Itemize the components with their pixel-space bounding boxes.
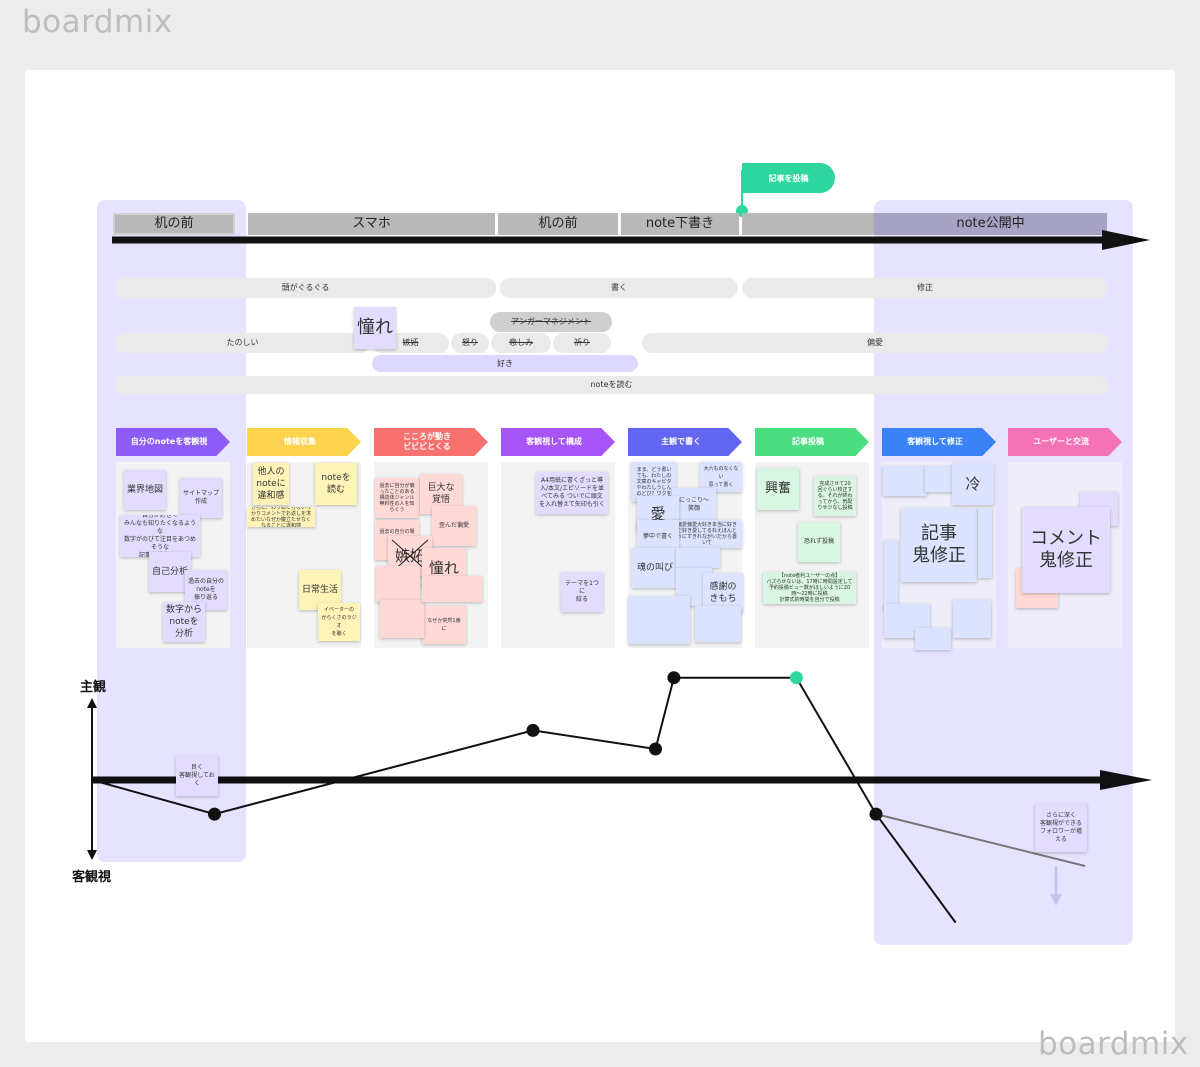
series-1-point-6: [869, 807, 883, 821]
series-2-line: [875, 813, 1086, 867]
sticky-narrow-theme[interactable]: テーマを1つに 絞る: [561, 572, 603, 612]
sticky-col7-bottom-3[interactable]: [953, 600, 991, 638]
series-1-line: [91, 676, 957, 924]
sticky-a4-sheet[interactable]: A4用紙に書くざっと導入/本文/エピソードを並べてみる ついでに頭文を入れ替えて…: [536, 472, 608, 514]
sticky-read-note[interactable]: noteを 読む: [315, 463, 357, 505]
sticky-col3-small-1[interactable]: [376, 566, 420, 602]
sticky-past-jealousy[interactable]: 過去に自分が偏ったことのある構造体ジャンル無料性の人を知らくう: [375, 478, 419, 518]
sticky-comment-revise[interactable]: コメント 鬼修正: [1022, 507, 1110, 593]
pill-writing: 書く: [500, 278, 738, 298]
sticky-admiration-big[interactable]: 憧れ: [354, 307, 396, 349]
sticky-industry-map[interactable]: 業界地図: [124, 470, 166, 510]
sticky-numbers-analysis[interactable]: 数字から noteを 分析: [163, 602, 205, 642]
y-axis-arrow-down: [87, 850, 97, 860]
pill-anger: 怒り: [451, 333, 489, 353]
sticky-col5-bottom-2[interactable]: [695, 606, 741, 642]
sticky-col7-left-1[interactable]: [884, 540, 898, 610]
y-axis-arrow-up: [87, 698, 97, 708]
series-1-point-5: [789, 671, 803, 685]
step-objective-revise: 客観視して修正: [882, 428, 996, 456]
sticky-past-reflection[interactable]: なぜか突然1番に: [422, 606, 466, 644]
watermark-bottom: boardmix: [1038, 1026, 1189, 1062]
sticky-others-note[interactable]: 他人の noteに 違和感: [253, 463, 289, 505]
sticky-fearless-post[interactable]: 恐れず投稿: [798, 522, 840, 562]
sticky-col7-small-2[interactable]: [925, 466, 955, 492]
sticky-mama[interactable]: まま、どう書いても、わたしの文章のキャピタやわたしうしんのどび？ワクを: [632, 462, 676, 502]
sticky-col5-bottom-1[interactable]: [628, 596, 690, 644]
sticky-col7-right-1[interactable]: [978, 508, 992, 578]
x-axis-arrowhead: [1100, 770, 1152, 790]
sticky-smile[interactable]: にっこり〜 笑顔: [672, 488, 716, 522]
step-subjective-writing: 主観で書く: [628, 428, 742, 456]
sticky-taiyo[interactable]: 大六ものなくない 思って書く: [700, 462, 742, 492]
sticky-comment-discomfort[interactable]: さらに、わりあたらないっかりコメントでお返しを求めたいなぜか腹立たせなくなること…: [247, 507, 315, 527]
post-flag-label: 記事を投稿: [768, 173, 809, 183]
down-arrow-head: [1050, 894, 1062, 906]
watermark-top: boardmix: [22, 4, 173, 40]
step-self-review: 自分のnoteを客観視: [116, 428, 230, 456]
series-1-point-1: [208, 807, 221, 821]
sticky-soul-cry[interactable]: 魂の叫び: [632, 548, 678, 588]
step-post-article: 記事投稿: [755, 428, 869, 456]
sticky-col7-small-1[interactable]: [883, 466, 927, 496]
sticky-calm[interactable]: 冷: [952, 463, 994, 505]
sticky-article-revise[interactable]: 記事 鬼修正: [901, 508, 977, 582]
timeline-arrow: [112, 230, 1150, 250]
phase-desk-1: 机の前: [113, 213, 235, 235]
series-1-point-3: [649, 742, 662, 756]
sticky-radio[interactable]: イベーターの からくさのラジオ を聴く: [318, 603, 360, 641]
sticky-col3-small-3[interactable]: [422, 576, 482, 602]
sticky-self-analysis[interactable]: 自己分析: [149, 552, 191, 592]
post-flag[interactable]: 記事を投稿: [742, 163, 835, 193]
sticky-col3-small-2[interactable]: [380, 600, 424, 638]
sticky-twisted-love[interactable]: 歪んだ偏愛: [432, 506, 476, 546]
pill-anger-management: アンガーマネジメント: [490, 312, 612, 332]
pill-like: 好き: [372, 355, 638, 372]
pill-read-note: noteを読む: [115, 376, 1108, 394]
axis-label-objective: 客観視: [72, 870, 112, 885]
sticky-note-user-tips[interactable]: 【note者利ユーザーの点】 バズらせないは、17時に時間設定して予約投稿ビュー…: [763, 572, 856, 604]
pill-sadness: 悲しみ: [491, 333, 551, 353]
axis-label-subjective: 主観: [80, 680, 107, 695]
series-1-point-4: [667, 671, 681, 685]
phase-note-public: note公開中: [874, 213, 1107, 235]
sticky-complete-edit[interactable]: 完成させて20回ぐらい校正する。それが終わってから、気配りせ少なし投稿: [814, 476, 856, 516]
step-info-gathering: 情報収集: [247, 428, 361, 456]
sticky-deeper-objective[interactable]: さらに深く 客観視ができる フォロワーが増える: [1035, 804, 1087, 852]
sticky-col5-small-1[interactable]: [676, 548, 720, 568]
sticky-sitemap[interactable]: サイトマップ 作成: [180, 478, 222, 518]
pill-prayer: 祈り: [553, 333, 611, 353]
step-structure: 客観視して構成: [501, 428, 615, 456]
phase-bar-ext: [742, 213, 874, 235]
phase-note-draft: note下書き: [621, 213, 739, 235]
sticky-excitement[interactable]: 興奮: [757, 468, 799, 510]
phase-smartphone: スマホ: [248, 213, 495, 235]
phase-desk-2: 机の前: [498, 213, 618, 235]
sticky-keep-objective[interactable]: 良く 客観視しておく: [176, 756, 218, 796]
step-user-interaction: ユーザーと交流: [1008, 428, 1122, 456]
pill-fun: たのしい: [115, 333, 370, 353]
pill-thinking: 頭がぐるぐる: [115, 278, 496, 298]
step-heart-moves: こころが動き ビビビとくる: [374, 428, 488, 456]
pill-obsessive-love: 偏愛: [642, 333, 1108, 353]
series-1-point-2: [526, 723, 540, 737]
pill-revise: 修正: [742, 278, 1108, 298]
sticky-obsessive-love[interactable]: 偏愛偏愛大好き本当に好きだ好き愛してるねえほんとうにすきれながいだから書いて: [672, 520, 742, 548]
sticky-col7-bottom-2[interactable]: [915, 628, 951, 650]
